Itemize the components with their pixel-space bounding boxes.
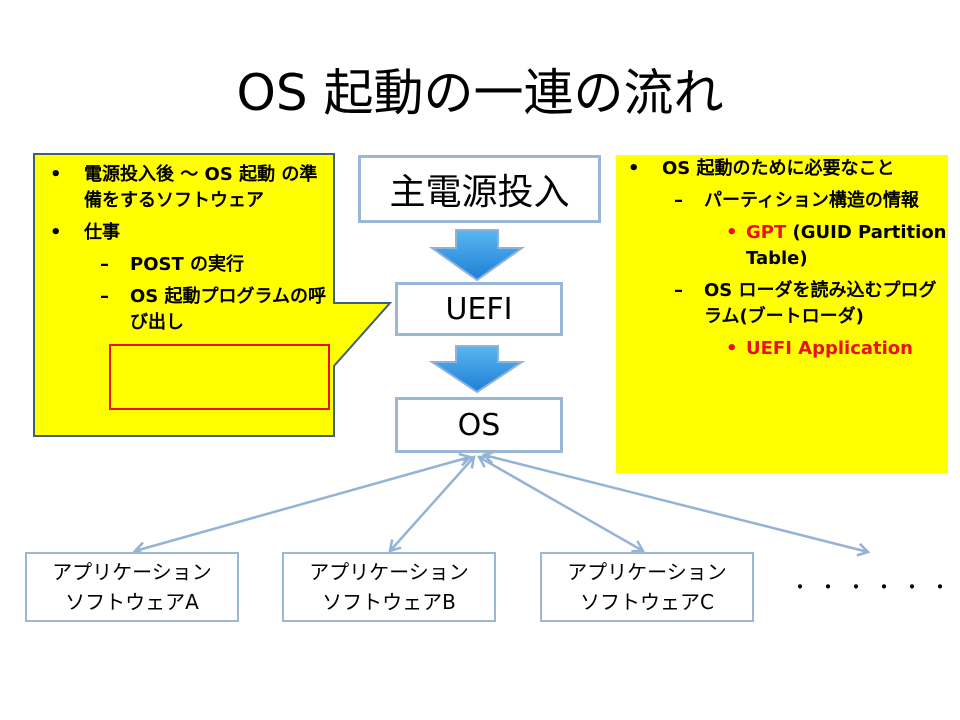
arrow-power-to-uefi (428, 229, 526, 282)
connector-os-more (484, 455, 868, 552)
highlight-box (109, 344, 330, 410)
app-c-line1: アプリケーション (567, 560, 727, 584)
app-b-line1: アプリケーション (309, 560, 469, 584)
right-callout-sub-1: パーティション構造の情報 (616, 188, 948, 214)
os-box: OS (395, 397, 563, 453)
gpt-expansion: (GUID Partition Table) (746, 222, 947, 269)
left-callout-item-2: 仕事 (36, 220, 332, 246)
right-callout-item-1: OS 起動のために必要なこと (616, 156, 948, 182)
app-c-line2: ソフトウェアC (580, 590, 714, 614)
app-software-b-box: アプリケーション ソフトウェアB (282, 552, 496, 622)
uefi-box: UEFI (395, 282, 563, 336)
slide-title: OS 起動の一連の流れ (236, 64, 724, 122)
gpt-acronym: GPT (746, 222, 787, 243)
left-callout-sub-2: OS 起動プログラムの呼び出し (36, 284, 332, 336)
main-power-on-box: 主電源投入 (358, 155, 601, 223)
connector-os-app-a (135, 457, 470, 551)
left-callout-sub-1: POST の実行 (36, 252, 332, 278)
right-callout-sub-2: OS ローダを読み込むプログラム(ブートローダ) (616, 278, 948, 330)
right-callout-uefi-app: UEFI Application (616, 336, 948, 362)
right-callout-text: OS 起動のために必要なこと パーティション構造の情報 GPT (GUID Pa… (616, 156, 948, 362)
left-callout-text: 電源投入後 ～ OS 起動 の準備をするソフトウェア 仕事 POST の実行 O… (36, 162, 332, 336)
arrow-uefi-to-os (428, 345, 526, 394)
app-software-a-box: アプリケーション ソフトウェアA (25, 552, 239, 622)
more-apps-ellipsis: ・・・・・・ (790, 575, 958, 599)
app-b-line2: ソフトウェアB (322, 590, 456, 614)
app-software-c-box: アプリケーション ソフトウェアC (540, 552, 754, 622)
connector-os-app-b (390, 457, 474, 551)
app-a-line1: アプリケーション (52, 560, 212, 584)
left-callout-item-1: 電源投入後 ～ OS 起動 の準備をするソフトウェア (36, 162, 332, 214)
right-callout-gpt: GPT (GUID Partition Table) (616, 220, 948, 272)
app-a-line2: ソフトウェアA (65, 590, 199, 614)
